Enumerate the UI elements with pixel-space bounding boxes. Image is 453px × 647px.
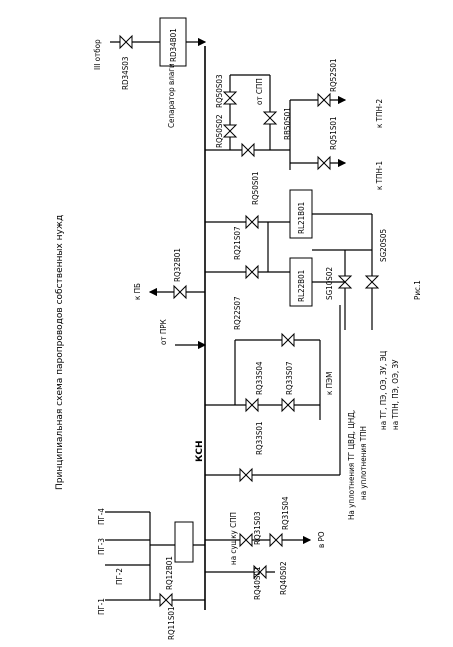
rq21s07-label: RQ21S07: [233, 226, 242, 260]
rq31s03-valve: [239, 467, 253, 483]
rq12b01-box: [174, 521, 194, 563]
rq32b01-valve: [173, 284, 187, 300]
pb-label: к ПБ: [133, 283, 142, 300]
seal-tpn-label: на уплотнения ТПН: [359, 426, 368, 500]
separator-label: Сепаратор влаги: [167, 63, 176, 128]
diagram-title: Принципиальная схема паропроводов собств…: [55, 215, 65, 490]
rb50s01-valve: [262, 111, 278, 125]
rq50s02-valve: [222, 124, 238, 138]
rq33s04-label: RQ33S04: [255, 361, 264, 395]
rq50s01-valve: [241, 142, 255, 158]
tpn-label: на ТПН, ПЭ, ОЭ, ЗУ: [391, 359, 400, 430]
pem-label: к ПЭМ: [325, 372, 334, 395]
sg20s05-label: SG20S05: [379, 229, 388, 262]
rq40s02-valve: [253, 564, 267, 580]
seal-tg-label: На уплотнения ТГ ЦВД, ЦНД,: [347, 410, 356, 520]
rq31s04-valve: [269, 532, 283, 548]
rq21s07-valve: [245, 214, 259, 230]
spp-source-label: от СПП: [255, 78, 264, 105]
rd34b01-label: RD34B01: [169, 28, 178, 62]
rq52s01-valve: [317, 92, 331, 108]
pg2-label: ПГ-2: [115, 568, 124, 585]
figure-label: Рис.1: [413, 280, 422, 300]
tpn2-label: к ТПН-2: [375, 99, 384, 128]
rq40s01-label: RQ40S01: [253, 566, 262, 600]
rq12b01-label: RQ12B01: [165, 556, 174, 590]
rq33s07-label: RQ33S07: [285, 361, 294, 395]
rq11s01-valve: [159, 592, 173, 608]
rq33s01-valve: [245, 397, 259, 413]
rq51s01-valve: [317, 155, 331, 171]
rd34s03-valve: [119, 34, 133, 50]
sg20s05-valve: [364, 275, 380, 289]
rq33s04-valve: [281, 332, 295, 348]
tg-label: на ТГ, ПЭ, ОЭ, ЗУ, ЭЦ: [379, 350, 388, 430]
rq31s04-label: RQ31S04: [281, 496, 290, 530]
rb50s01-label: RB50S01: [283, 107, 292, 140]
rq50s01-label: RQ50S01: [251, 171, 260, 205]
rq31s03-label: RQ31S03: [253, 511, 262, 545]
rl22b01-label: RL22B01: [297, 270, 306, 302]
rq52s01-label: RQ52S01: [329, 58, 338, 92]
rq40s02-label: RQ40S02: [279, 561, 288, 595]
sg10s02-label: SG10S02: [325, 267, 334, 300]
sg10s02-valve: [337, 275, 353, 289]
rq11s01-label: RQ11S01: [167, 606, 176, 640]
pg4-label: ПГ-4: [97, 508, 106, 525]
rq40s01-valve: [239, 532, 253, 548]
ro-label: в РО: [317, 531, 326, 548]
rq51s01-label: RQ51S01: [329, 116, 338, 150]
ksn-label: КСН: [195, 441, 205, 463]
rq32b01-label: RQ32B01: [173, 248, 182, 282]
pg1-label: ПГ-1: [97, 598, 106, 615]
rd34s03-label: RD34S03: [121, 57, 130, 90]
extraction-label: III отбор: [92, 39, 102, 70]
rq33s01-label: RQ33S01: [255, 421, 264, 455]
rl21b01-label: RL21B01: [297, 202, 306, 234]
spp-dry-label: на сушку СПП: [229, 512, 238, 565]
rq22s07-valve: [245, 264, 259, 280]
rq50s03-valve: [222, 91, 238, 105]
pg3-label: ПГ-3: [97, 538, 106, 555]
rq33s07-valve: [281, 397, 295, 413]
tpn1-label: к ТПН-1: [375, 161, 384, 190]
prk-label: от ПРК: [159, 319, 168, 345]
rq50s02-label: RQ50S02: [215, 114, 224, 148]
rq50s03-label: RQ50S03: [215, 74, 224, 108]
rq22s07-label: RQ22S07: [233, 296, 242, 330]
